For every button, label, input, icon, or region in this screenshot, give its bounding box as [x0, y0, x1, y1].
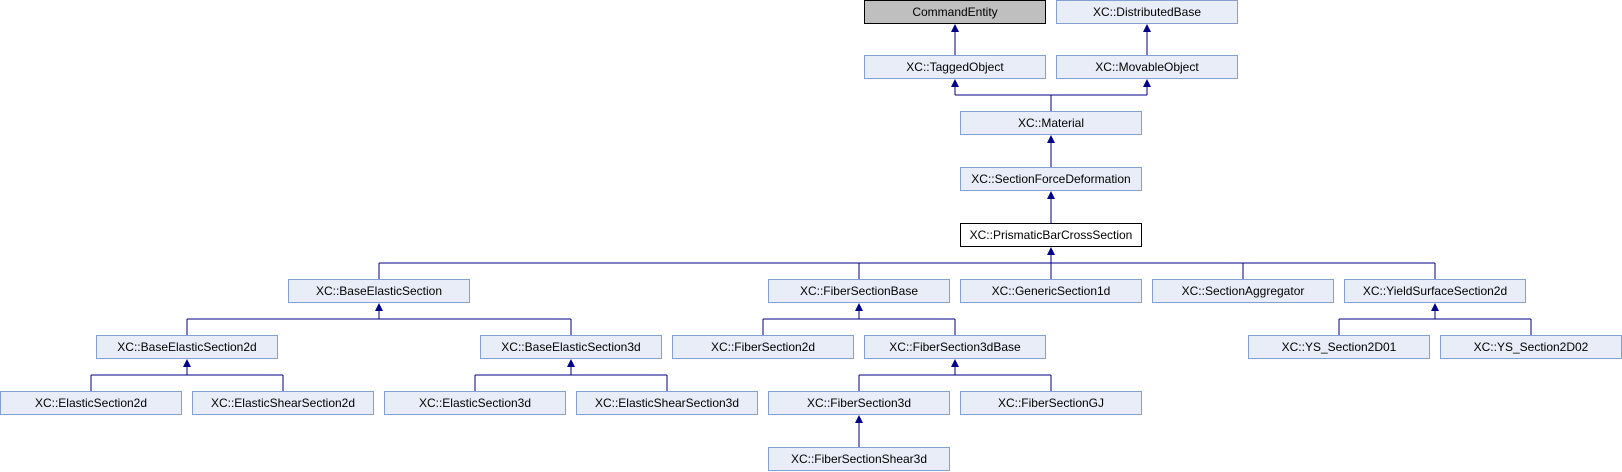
node-elastic-section-3d[interactable]: XC::ElasticSection3d [384, 391, 566, 415]
node-elastic-section-2d[interactable]: XC::ElasticSection2d [0, 391, 182, 415]
node-fiber-section-gj[interactable]: XC::FiberSectionGJ [960, 391, 1142, 415]
edge-arrow-11-0 [951, 359, 959, 367]
edge-arrow-8-0 [1431, 303, 1439, 311]
edge-arrow-12-0 [855, 415, 863, 423]
node-ys-section-2d02[interactable]: XC::YS_Section2D02 [1440, 335, 1622, 359]
node-elastic-shear-section-3d[interactable]: XC::ElasticShearSection3d [576, 391, 758, 415]
node-fiber-section-shear-3d[interactable]: XC::FiberSectionShear3d [768, 447, 950, 471]
node-fiber-section-base[interactable]: XC::FiberSectionBase [768, 279, 950, 303]
node-base-elastic-section-2d[interactable]: XC::BaseElasticSection2d [96, 335, 278, 359]
node-fiber-section-3d[interactable]: XC::FiberSection3d [768, 391, 950, 415]
node-tagged-object[interactable]: XC::TaggedObject [864, 55, 1046, 79]
node-section-aggregator[interactable]: XC::SectionAggregator [1152, 279, 1334, 303]
node-base-elastic-section-3d[interactable]: XC::BaseElasticSection3d [480, 335, 662, 359]
edge-arrow-4-0 [1047, 191, 1055, 199]
edge-arrow-6-0 [375, 303, 383, 311]
edge-arrow-5-0 [1047, 247, 1055, 255]
edge-arrow-3-0 [1047, 135, 1055, 143]
node-prismatic-bar-cross-section: XC::PrismaticBarCrossSection [960, 223, 1142, 247]
edge-arrow-0-0 [951, 24, 959, 32]
node-base-elastic-section[interactable]: XC::BaseElasticSection [288, 279, 470, 303]
node-fiber-section-3d-base[interactable]: XC::FiberSection3dBase [864, 335, 1046, 359]
node-movable-object[interactable]: XC::MovableObject [1056, 55, 1238, 79]
edge-arrow-10-0 [567, 359, 575, 367]
edge-arrow-1-0 [1143, 24, 1151, 32]
node-ys-section-2d01[interactable]: XC::YS_Section2D01 [1248, 335, 1430, 359]
edge-arrow-7-0 [855, 303, 863, 311]
node-yield-surface-section-2d[interactable]: XC::YieldSurfaceSection2d [1344, 279, 1526, 303]
node-fiber-section-2d[interactable]: XC::FiberSection2d [672, 335, 854, 359]
node-elastic-shear-section-2d[interactable]: XC::ElasticShearSection2d [192, 391, 374, 415]
node-command-entity: CommandEntity [864, 0, 1046, 24]
node-generic-section-1d[interactable]: XC::GenericSection1d [960, 279, 1142, 303]
edge-arrow-2-0 [951, 79, 959, 87]
node-section-force-deformation[interactable]: XC::SectionForceDeformation [960, 167, 1142, 191]
edge-arrow-2-1 [1143, 79, 1151, 87]
node-material[interactable]: XC::Material [960, 111, 1142, 135]
node-distributed-base[interactable]: XC::DistributedBase [1056, 0, 1238, 24]
edge-arrow-9-0 [183, 359, 191, 367]
